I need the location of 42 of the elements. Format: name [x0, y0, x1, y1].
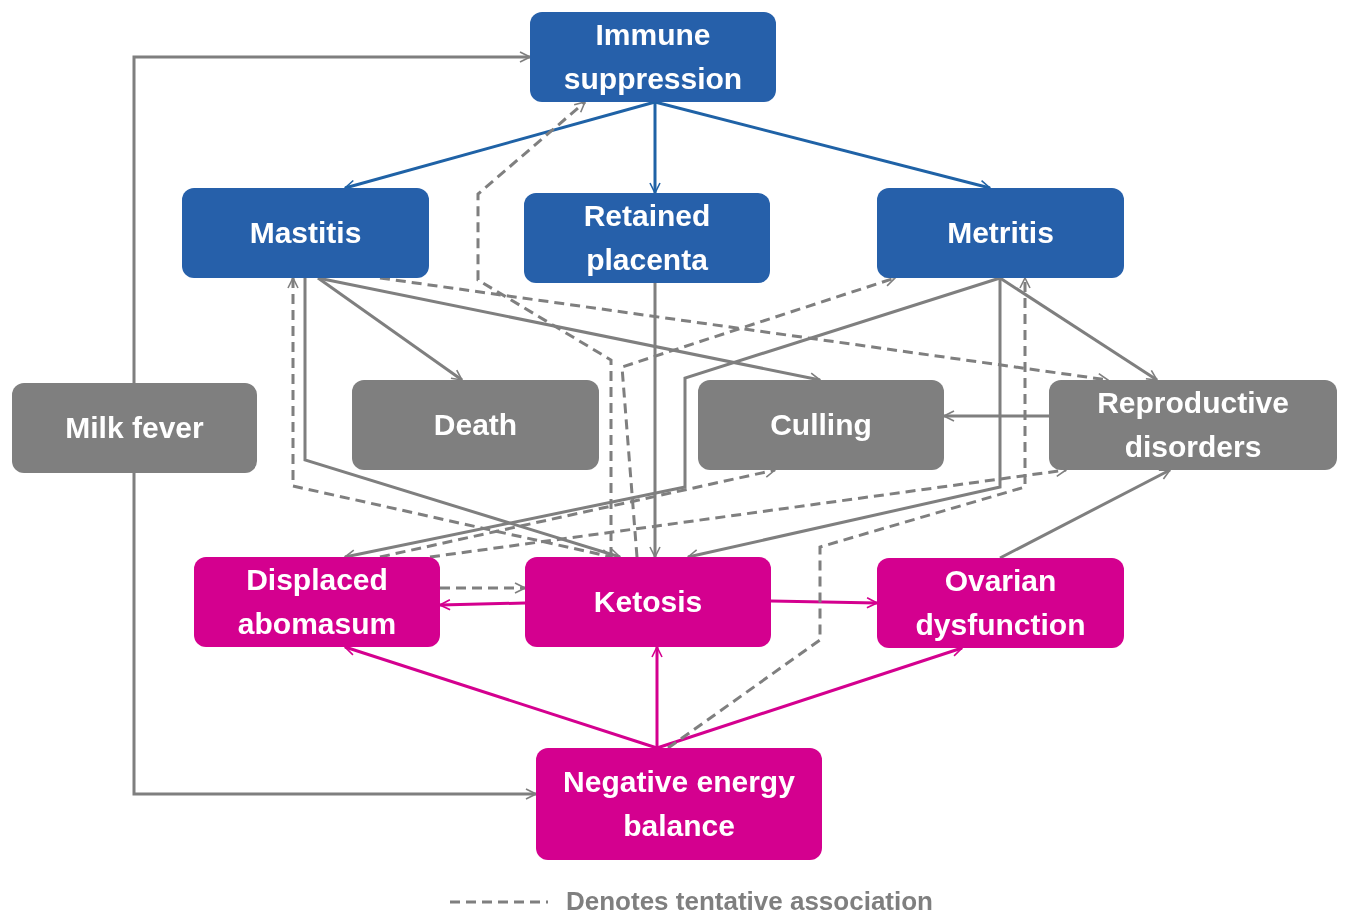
rounded-box: [877, 558, 1124, 648]
rounded-box: [182, 188, 429, 278]
arrow: [651, 646, 663, 748]
rounded-box: [194, 557, 440, 647]
rounded-box: [530, 12, 776, 102]
rounded-box: [877, 188, 1124, 278]
rounded-box: [12, 383, 257, 473]
arrow: [132, 473, 537, 800]
rounded-box: [698, 380, 944, 470]
node-label: Negative energy balance: [562, 764, 796, 844]
rounded-box: [352, 380, 599, 470]
rounded-box: [536, 748, 822, 860]
node-label: Metritis: [947, 215, 1054, 251]
arrow: [344, 644, 658, 750]
node-label: Ovarian dysfunction: [914, 563, 1087, 643]
node-label: Reproductive disorders: [1096, 385, 1290, 465]
node-label: Displaced abomasum: [236, 562, 398, 642]
rounded-box: [524, 193, 770, 283]
node-label: Death: [433, 407, 518, 443]
arrow: [667, 277, 1031, 750]
arrow: [999, 276, 1158, 382]
arrow: [439, 598, 526, 611]
legend-label: Denotes tentative association: [566, 886, 933, 917]
arrow: [770, 597, 878, 609]
node-label: Ketosis: [593, 584, 703, 620]
arrow: [649, 283, 661, 558]
node-label: Milk fever: [65, 410, 204, 446]
arrow: [440, 582, 526, 594]
arrow: [656, 645, 963, 750]
arrow: [620, 275, 896, 558]
arrow: [649, 102, 661, 194]
node-label: Mastitis: [249, 215, 362, 251]
rounded-box: [1049, 380, 1337, 470]
arrow: [476, 100, 613, 557]
arrow: [132, 51, 531, 383]
arrow: [999, 468, 1171, 560]
arrow: [344, 100, 656, 191]
node-label: Immune suppression: [562, 17, 744, 97]
node-label: Retained placenta: [582, 198, 712, 278]
arrow: [943, 410, 1049, 422]
node-label: Culling: [770, 407, 872, 443]
rounded-box: [525, 557, 771, 647]
